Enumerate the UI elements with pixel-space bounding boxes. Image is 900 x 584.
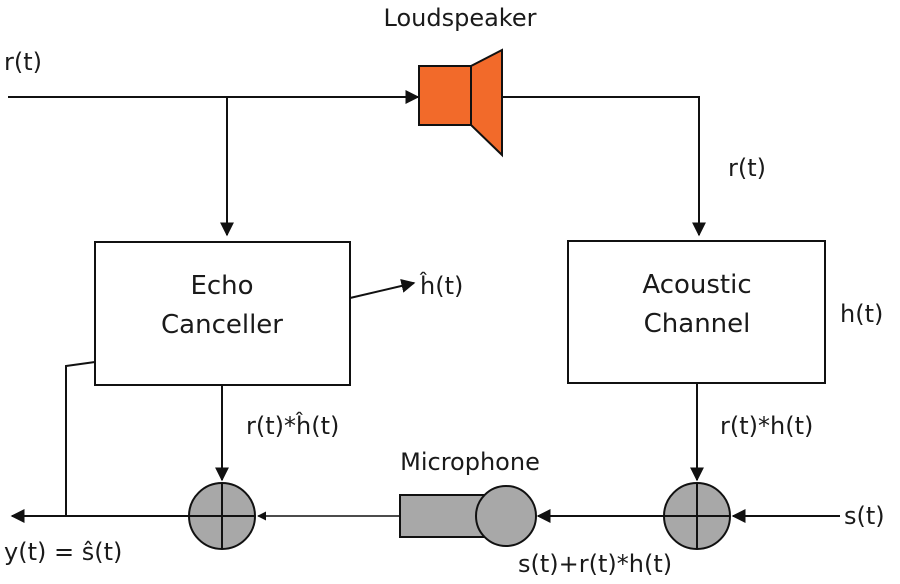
- right-summer: [663, 482, 731, 550]
- loudspeaker-label: Loudspeaker: [384, 4, 537, 32]
- echo-canceller-block: [94, 241, 351, 386]
- acoustic-channel-block: [567, 240, 826, 384]
- acoustic-channel-label-2: Channel: [644, 309, 751, 339]
- input-signal-label: r(t): [4, 48, 42, 76]
- mic-signal-label: s(t)+r(t)*h(t): [518, 550, 672, 578]
- microphone-label: Microphone: [400, 448, 540, 476]
- echo-canceller-label-2: Canceller: [161, 310, 283, 340]
- error-feedback-wire: [65, 361, 96, 516]
- echo-actual-label: r(t)*h(t): [720, 412, 813, 440]
- echo-estimate-label: r(t)*ĥ(t): [246, 411, 339, 440]
- estimated-response-label: ĥ(t): [419, 271, 463, 300]
- left-summer: [188, 482, 256, 550]
- speaker-output-wire: [502, 96, 706, 237]
- estimate-output-wire: [349, 279, 416, 299]
- output-signal-label: y(t) = ŝ(t): [4, 538, 122, 566]
- acoustic-channel-label-1: Acoustic: [642, 270, 751, 300]
- near-end-signal-label: s(t): [844, 502, 885, 530]
- loudspeaker-icon: [418, 48, 503, 158]
- echo-canceller-label-1: Echo: [190, 271, 253, 301]
- channel-response-label: h(t): [840, 300, 883, 328]
- microphone-icon: [399, 485, 537, 547]
- channel-input-label: r(t): [728, 154, 766, 182]
